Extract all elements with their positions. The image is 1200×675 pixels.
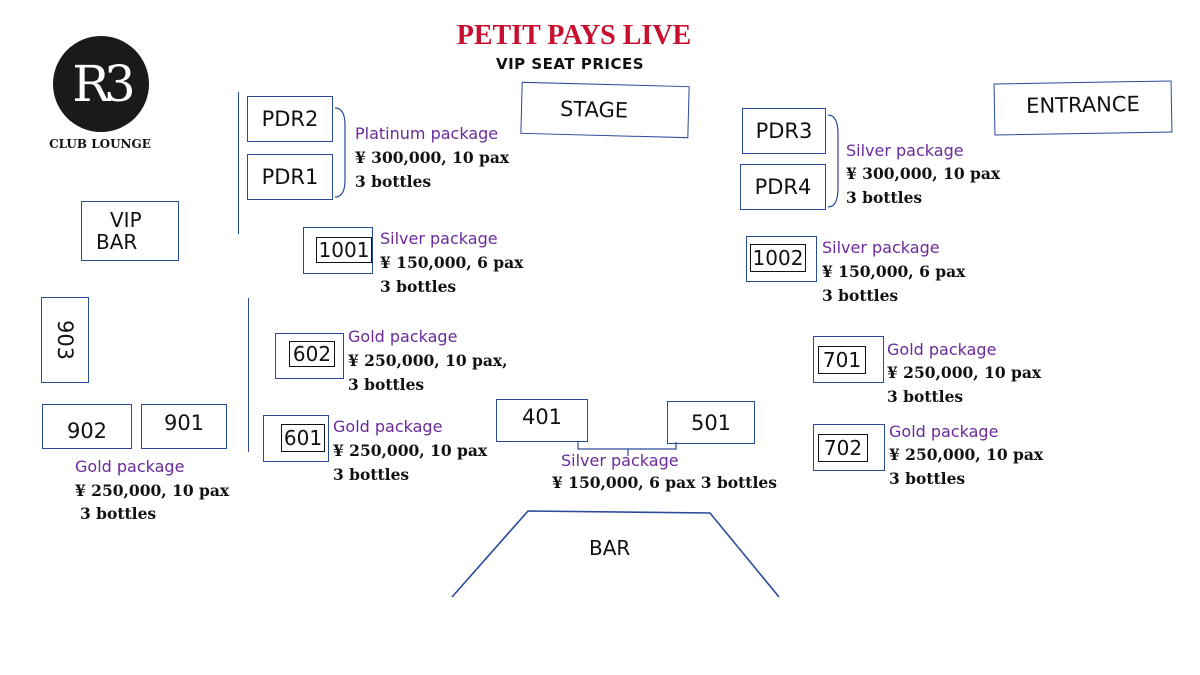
pdr-left-package-name: Platinum package [355,124,499,143]
seat-701-frame [813,336,884,383]
seat-602-frame [275,333,344,379]
seat-702-bottles: 3 bottles [889,469,966,488]
seat-90x-package-name: Gold package [75,457,185,476]
seat-90x-bottles: 3 bottles [80,504,157,523]
seat-701-package-name: Gold package [887,340,997,359]
seat-1002: 1002 [750,244,806,272]
room-pdr1: PDR1 [247,154,333,200]
seat-1002-package-name: Silver package [822,238,940,257]
seat-601-bottles: 3 bottles [333,465,410,484]
seat-1002-price: ¥ 150,000, 6 pax [822,262,966,281]
seat-1002-frame [746,236,817,282]
divider-line-upper [238,92,239,234]
seat-601: 601 [281,424,325,452]
pdr-right-package-name: Silver package [846,141,964,160]
seat-903: 903 [41,297,89,383]
seat-1002-bottles: 3 bottles [822,286,899,305]
seat-1001-frame [303,227,373,274]
seat-1001-price: ¥ 150,000, 6 pax [380,253,524,272]
entrance-area: ENTRANCE [993,80,1173,136]
seat-702-frame [813,424,885,471]
seat-90x-price: ¥ 250,000, 10 pax [75,481,230,500]
main-bar-outline [451,510,780,598]
seat-401: 401 [496,399,588,442]
seat-602-price: ¥ 250,000, 10 pax, [348,351,508,370]
seat-702-price: ¥ 250,000, 10 pax [889,445,1044,464]
seat-401-501-bracket [577,442,677,456]
seat-602-bottles: 3 bottles [348,375,425,394]
room-pdr2: PDR2 [247,96,333,142]
main-bar-label: BAR [589,536,631,560]
pdr-right-bottles: 3 bottles [846,188,923,207]
pdr-left-price: ¥ 300,000, 10 pax [355,148,510,167]
pdr-left-bracket [334,107,346,198]
seat-702: 702 [818,434,868,462]
seat-701: 701 [818,346,866,374]
stage-area: STAGE [520,81,690,139]
seat-401-501-package-name: Silver package [561,451,679,470]
seat-1001-package-name: Silver package [380,229,498,248]
seat-1001: 1001 [316,237,372,263]
pdr-right-price: ¥ 300,000, 10 pax [846,164,1001,183]
room-pdr3: PDR3 [742,108,826,154]
seat-601-price: ¥ 250,000, 10 pax [333,441,488,460]
room-pdr4: PDR4 [740,164,826,210]
seat-902: 902 [42,404,132,449]
seat-601-package-name: Gold package [333,417,443,436]
club-logo: R3 [53,36,149,132]
page-subtitle: VIP SEAT PRICES [495,55,645,73]
seat-602-package-name: Gold package [348,327,458,346]
divider-line-lower [248,298,249,452]
seat-501: 501 [667,401,755,444]
pdr-left-bottles: 3 bottles [355,172,432,191]
logo-text: CLUB LOUNGE [49,137,151,151]
seat-601-frame [263,415,329,462]
seat-1001-bottles: 3 bottles [380,277,457,296]
page-title: PETIT PAYS LIVE [456,20,692,51]
pdr-right-bracket [827,114,839,208]
vip-bar-area: VIP BAR [81,201,179,261]
seat-701-price: ¥ 250,000, 10 pax [887,363,1042,382]
seat-901: 901 [141,404,227,449]
seat-702-package-name: Gold package [889,422,999,441]
logo-mark: R3 [72,55,136,113]
seat-701-bottles: 3 bottles [887,387,964,406]
seat-602: 602 [289,341,335,367]
seat-401-501-price: ¥ 150,000, 6 pax 3 bottles [552,473,777,492]
